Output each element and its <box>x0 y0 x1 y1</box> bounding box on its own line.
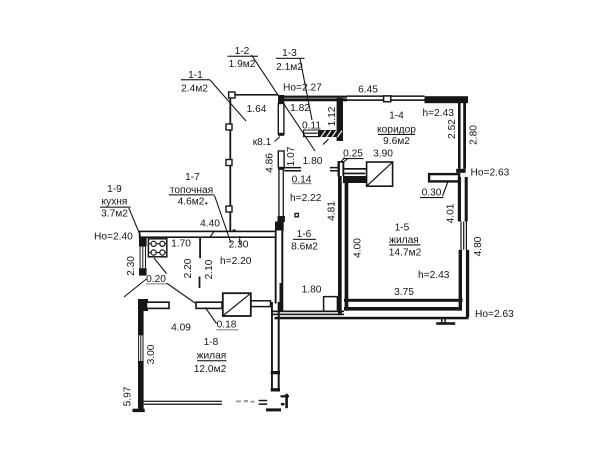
svg-text:2.1м2: 2.1м2 <box>276 62 303 73</box>
svg-text:1-3: 1-3 <box>282 48 297 59</box>
svg-text:9.6м2: 9.6м2 <box>383 136 410 147</box>
svg-text:14.7м2: 14.7м2 <box>389 247 422 258</box>
svg-text:3.90: 3.90 <box>373 149 393 160</box>
svg-text:4.6м2: 4.6м2 <box>178 196 205 207</box>
svg-text:Но=2.63: Но=2.63 <box>471 167 510 178</box>
svg-text:1.9м2: 1.9м2 <box>229 59 256 70</box>
svg-text:0.25: 0.25 <box>343 149 363 160</box>
svg-text:2.4м2: 2.4м2 <box>181 83 208 94</box>
svg-text:Но=2.63: Но=2.63 <box>475 309 514 320</box>
svg-text:2.30: 2.30 <box>126 256 137 276</box>
svg-text:3.7м2: 3.7м2 <box>101 209 128 220</box>
svg-text:2.20: 2.20 <box>183 258 194 278</box>
svg-text:1.82: 1.82 <box>290 103 310 114</box>
svg-text:1.64: 1.64 <box>247 104 267 115</box>
svg-text:h=2.43: h=2.43 <box>418 270 450 281</box>
svg-text:жилая: жилая <box>197 350 227 361</box>
svg-text:4.09: 4.09 <box>171 323 191 334</box>
svg-text:1.07: 1.07 <box>286 146 297 166</box>
svg-text:0.20: 0.20 <box>146 274 166 285</box>
svg-text:1.70: 1.70 <box>171 239 191 250</box>
svg-text:Но=2.27: Но=2.27 <box>283 82 322 93</box>
svg-text:1.12: 1.12 <box>327 106 338 126</box>
svg-text:2.30: 2.30 <box>229 240 249 251</box>
svg-text:3.00: 3.00 <box>146 344 157 364</box>
svg-text:4.01: 4.01 <box>446 203 457 223</box>
svg-text:1-8: 1-8 <box>204 337 219 348</box>
svg-text:3.75: 3.75 <box>394 287 414 298</box>
svg-text:4.86: 4.86 <box>265 153 276 173</box>
svg-text:2.80: 2.80 <box>469 125 480 145</box>
svg-text:4.40: 4.40 <box>200 218 220 229</box>
svg-text:жилая: жилая <box>389 235 419 246</box>
svg-text:к8.1: к8.1 <box>253 137 272 148</box>
svg-text:h=2.20: h=2.20 <box>220 256 252 267</box>
svg-text:12.0м2: 12.0м2 <box>194 364 227 375</box>
svg-text:4.81: 4.81 <box>327 201 338 221</box>
svg-text:0.30: 0.30 <box>422 187 442 198</box>
svg-text:1.80: 1.80 <box>303 156 323 167</box>
svg-text:коридор: коридор <box>377 125 416 136</box>
svg-text:0.14: 0.14 <box>292 175 312 186</box>
svg-text:1-9: 1-9 <box>107 184 122 195</box>
svg-text:1-4: 1-4 <box>389 111 404 122</box>
svg-text:кухня: кухня <box>102 196 128 207</box>
svg-text:0.11: 0.11 <box>302 120 321 131</box>
svg-text:4.00: 4.00 <box>353 238 364 258</box>
svg-text:h=2.43: h=2.43 <box>423 108 455 119</box>
svg-text:1-5: 1-5 <box>395 223 410 234</box>
svg-text:6.45: 6.45 <box>358 85 378 96</box>
svg-text:топочная: топочная <box>170 185 213 196</box>
svg-text:h=2.22: h=2.22 <box>290 193 322 204</box>
svg-text:4.80: 4.80 <box>473 236 484 256</box>
svg-text:Но=2.40: Но=2.40 <box>94 231 133 242</box>
svg-text:2.10: 2.10 <box>204 259 215 279</box>
svg-text:1-6: 1-6 <box>297 229 312 240</box>
svg-text:1.80: 1.80 <box>302 285 322 296</box>
svg-text:2.52: 2.52 <box>447 119 458 139</box>
svg-text:8.6м2: 8.6м2 <box>291 242 318 253</box>
svg-text:5.97: 5.97 <box>123 386 134 406</box>
svg-text:1-7: 1-7 <box>185 172 200 183</box>
svg-text:1-2: 1-2 <box>235 46 250 57</box>
svg-text:1-1: 1-1 <box>188 70 203 81</box>
svg-text:0.18: 0.18 <box>217 319 237 330</box>
